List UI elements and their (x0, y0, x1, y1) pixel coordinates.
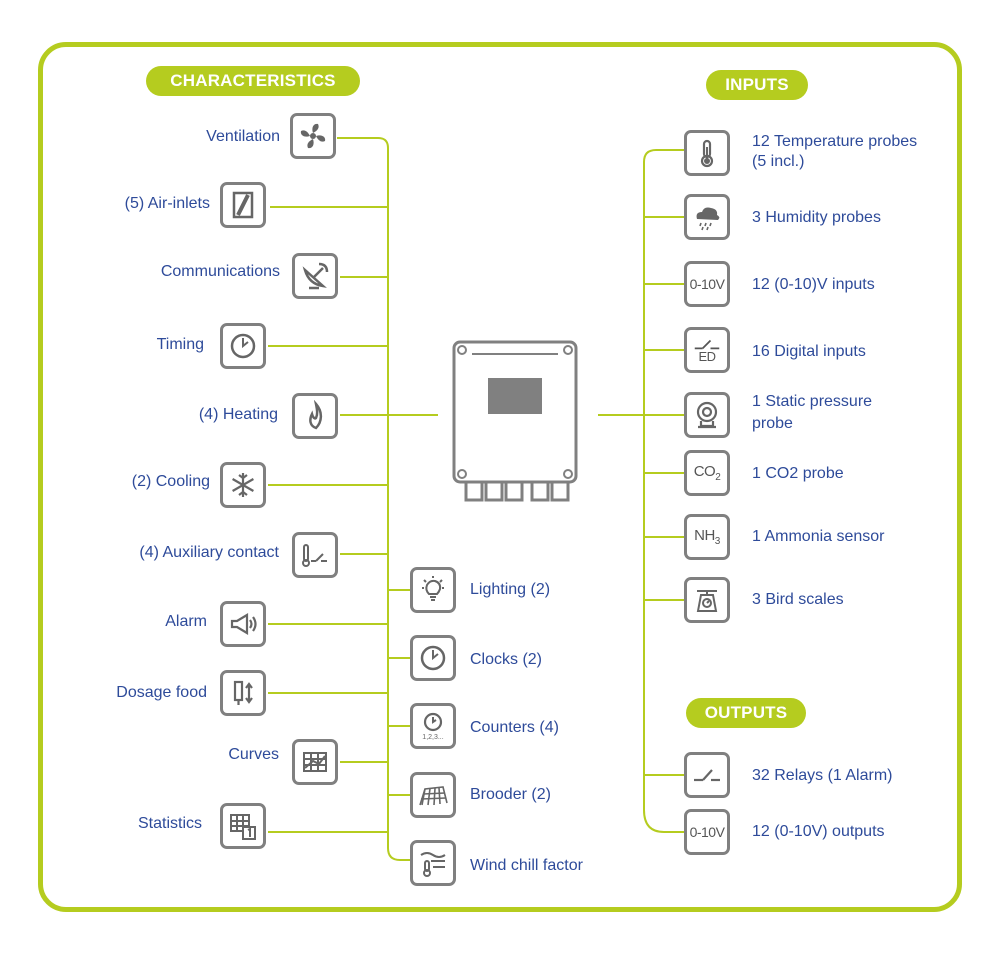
voltage-icon: 0-10V (684, 261, 730, 307)
co2-icon: CO2 (684, 450, 730, 496)
scale-icon (684, 577, 730, 623)
pressure-gauge-icon (684, 392, 730, 438)
feature-label: Clocks (2) (470, 651, 543, 668)
characteristic-label: (5) Air-inlets (124, 195, 210, 212)
characteristic-label: Alarm (165, 613, 207, 630)
digital-input-icon: ED (684, 327, 730, 373)
humidity-cloud-icon (684, 194, 730, 240)
characteristic-label: (2) Cooling (131, 473, 210, 490)
input-label: 1 Ammonia sensor (752, 528, 885, 545)
air-inlet-icon (220, 182, 266, 228)
input-label: 3 Bird scales (752, 591, 844, 608)
input-label: 1 CO2 probe (752, 465, 844, 482)
characteristic-label: (4) Heating (198, 406, 278, 423)
characteristic-label: Ventilation (206, 128, 280, 145)
satellite-dish-icon (292, 253, 338, 299)
diagram-frame (38, 42, 962, 912)
flame-icon (292, 393, 338, 439)
clock-icon (410, 635, 456, 681)
input-label: 12 (0-10)V inputs (752, 276, 875, 293)
statistics-icon (220, 803, 266, 849)
feature-label: Counters (4) (470, 719, 559, 736)
output-label: 32 Relays (1 Alarm) (752, 767, 893, 784)
input-label: 16 Digital inputs (752, 343, 866, 360)
megaphone-icon (220, 601, 266, 647)
svg-text:1,2,3...: 1,2,3... (422, 734, 443, 741)
input-label: 12 Temperature probes (752, 133, 918, 150)
feature-label: Brooder (2) (470, 786, 551, 803)
nh3-icon: NH3 (684, 514, 730, 560)
wind-chill-icon (410, 840, 456, 886)
feature-label: Wind chill factor (470, 857, 583, 874)
grid-icon (292, 739, 338, 785)
input-label-line2: probe (752, 415, 793, 432)
characteristic-label: Dosage food (116, 684, 207, 701)
input-label: 3 Humidity probes (752, 209, 881, 226)
feature-label: Lighting (2) (470, 581, 551, 598)
characteristic-label: (4) Auxiliary contact (139, 544, 279, 561)
characteristic-label: Timing (156, 336, 204, 353)
output-label: 12 (0-10V) outputs (752, 823, 885, 840)
counter-icon: 1,2,3... (410, 703, 456, 749)
input-label-line2: (5 incl.) (752, 153, 805, 170)
clock-icon (220, 323, 266, 369)
controller-device-icon (452, 340, 578, 502)
characteristic-label: Statistics (137, 815, 202, 832)
snowflake-icon (220, 462, 266, 508)
characteristic-label: Communications (160, 263, 280, 280)
light-bulb-icon (410, 567, 456, 613)
fan-icon (290, 113, 336, 159)
auxiliary-contact-icon (292, 532, 338, 578)
voltage-icon: 0-10V (684, 809, 730, 855)
brooder-icon (410, 772, 456, 818)
dosage-icon (220, 670, 266, 716)
inputs-heading: INPUTS (706, 70, 808, 100)
thermometer-icon (684, 130, 730, 176)
outputs-heading: OUTPUTS (686, 698, 806, 728)
input-label: 1 Static pressure (752, 393, 873, 410)
relay-switch-icon (684, 752, 730, 798)
characteristic-label: Curves (228, 746, 279, 763)
characteristics-heading: CHARACTERISTICS (146, 66, 360, 96)
